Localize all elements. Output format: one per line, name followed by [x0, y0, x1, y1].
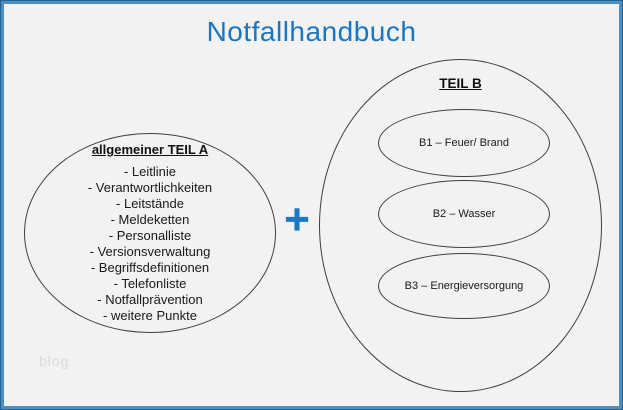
plus-sign: +: [284, 195, 310, 244]
watermark: blog: [39, 353, 70, 369]
sub-ellipse-b1-label: B1 – Feuer/ Brand: [419, 137, 509, 149]
list-item: - Begriffsdefinitionen: [90, 260, 210, 275]
list-item: - Leitstände: [116, 196, 184, 211]
list-item: - Notfallprävention: [97, 292, 203, 307]
list-item: - weitere Punkte: [103, 308, 197, 323]
sub-ellipse-b3-label: B3 – Energieversorgung: [404, 280, 524, 292]
list-item: - Versionsverwaltung: [89, 244, 211, 259]
teil-a-title: allgemeiner TEIL A: [91, 142, 209, 157]
sub-ellipse-b1: B1 – Feuer/ Brand: [378, 109, 550, 177]
teil-b-ellipse: TEIL B B1 – Feuer/ Brand B2 – Wasser B3 …: [319, 59, 602, 392]
list-item: - Personalliste: [108, 228, 192, 243]
list-item: - Meldeketten: [110, 212, 190, 227]
list-item: - Verantwortlichkeiten: [87, 180, 213, 195]
list-item: - Telefonliste: [113, 276, 187, 291]
sub-ellipse-b2-label: B2 – Wasser: [432, 208, 496, 220]
sub-ellipse-b3: B3 – Energieversorgung: [378, 253, 550, 319]
teil-a-list: - Leitlinie - Verantwortlichkeiten - Lei…: [88, 164, 212, 324]
sub-ellipse-b2: B2 – Wasser: [378, 180, 550, 248]
list-item: - Leitlinie: [123, 164, 177, 179]
teil-a-ellipse: allgemeiner TEIL A - Leitlinie - Verantw…: [24, 133, 276, 333]
teil-b-title: TEIL B: [439, 76, 482, 91]
page-title: Notfallhandbuch: [206, 16, 417, 47]
